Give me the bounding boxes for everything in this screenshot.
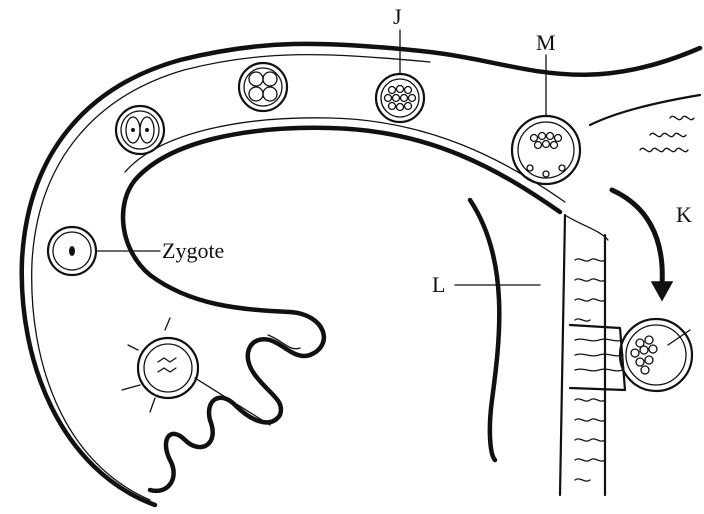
morula <box>376 74 424 122</box>
ovum <box>122 318 270 425</box>
endometrium-texture <box>575 116 694 481</box>
label-k: K <box>676 202 692 227</box>
four-cell-embryo <box>239 63 287 111</box>
two-cell-embryo <box>116 106 164 154</box>
implantation-site <box>570 319 692 391</box>
label-zygote: Zygote <box>162 238 224 263</box>
uterine-wall <box>470 200 608 495</box>
label-j: J <box>393 4 402 29</box>
implanted-blastocyst <box>620 319 692 391</box>
label-l: L <box>432 272 445 297</box>
oviduct-inner-wall <box>123 95 700 355</box>
blastocyst <box>512 116 580 184</box>
zygote <box>48 227 96 275</box>
label-m: M <box>536 30 556 55</box>
k-arrow <box>612 190 672 300</box>
fimbriae <box>150 335 310 491</box>
